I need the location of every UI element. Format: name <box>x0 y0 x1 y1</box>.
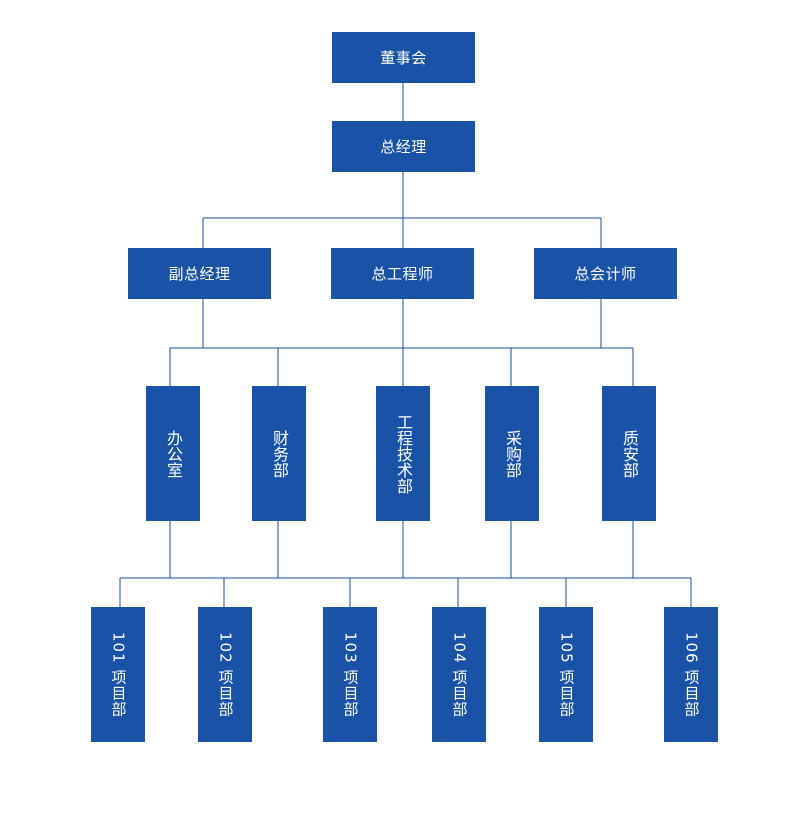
node-label: 采购部 <box>503 429 522 478</box>
node-label: 104 项目部 <box>450 631 469 718</box>
node-project-101: 101 项目部 <box>91 607 145 742</box>
node-office: 办公室 <box>146 386 200 521</box>
node-project-102: 102 项目部 <box>198 607 252 742</box>
node-procurement: 采购部 <box>485 386 539 521</box>
node-project-103: 103 项目部 <box>323 607 377 742</box>
node-engineering: 工程技术部 <box>376 386 430 521</box>
node-label: 办公室 <box>164 429 183 478</box>
node-project-105: 105 项目部 <box>539 607 593 742</box>
node-quality-safety: 质安部 <box>602 386 656 521</box>
node-label: 董事会 <box>380 49 427 67</box>
node-board: 董事会 <box>332 32 475 83</box>
node-label: 106 项目部 <box>682 631 701 718</box>
node-general-manager: 总经理 <box>332 121 475 172</box>
node-label: 总会计师 <box>574 265 637 283</box>
node-finance: 财务部 <box>252 386 306 521</box>
node-deputy-general-manager: 副总经理 <box>128 248 271 299</box>
node-label: 副总经理 <box>168 265 231 283</box>
node-label: 财务部 <box>270 429 289 478</box>
node-project-104: 104 项目部 <box>432 607 486 742</box>
node-label: 工程技术部 <box>394 413 413 494</box>
node-project-106: 106 项目部 <box>664 607 718 742</box>
node-label: 102 项目部 <box>216 631 235 718</box>
node-label: 105 项目部 <box>557 631 576 718</box>
node-chief-accountant: 总会计师 <box>534 248 677 299</box>
node-label: 总工程师 <box>371 265 434 283</box>
node-label: 101 项目部 <box>109 631 128 718</box>
node-label: 质安部 <box>620 429 639 478</box>
node-label: 103 项目部 <box>341 631 360 718</box>
node-label: 总经理 <box>380 138 427 156</box>
node-chief-engineer: 总工程师 <box>331 248 474 299</box>
